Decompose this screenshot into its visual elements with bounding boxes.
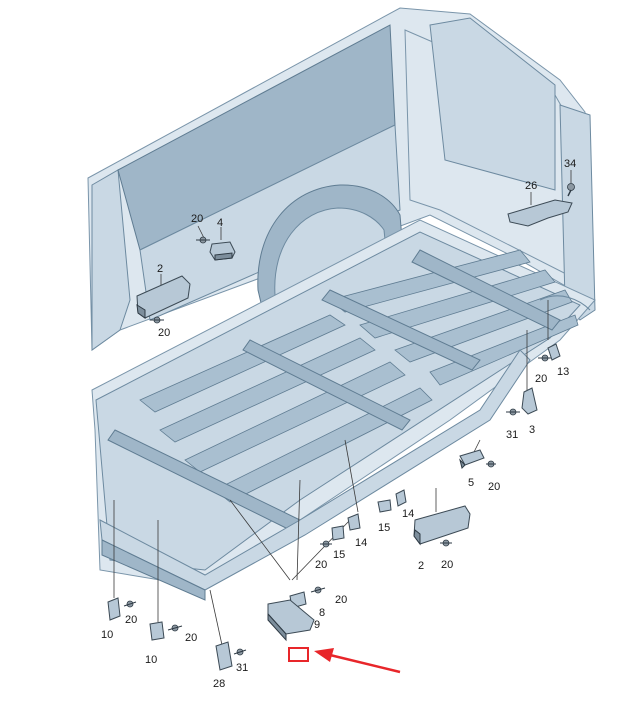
callout-26: 26: [525, 180, 537, 192]
callout-8: 8: [319, 607, 325, 619]
callout-15-b: 15: [333, 549, 345, 561]
part-2-bracket-bottom: [413, 505, 471, 546]
part-20-screw-c5: [486, 460, 496, 468]
callout-20-c10a: 20: [125, 614, 137, 626]
callout-2-left: 2: [157, 263, 163, 275]
callout-31-bottom: 31: [236, 662, 248, 674]
part-20-screw-right: [538, 354, 552, 362]
callout-31-right: 31: [506, 429, 518, 441]
part-4-clip: [209, 241, 236, 261]
callout-20-c8: 20: [335, 594, 347, 606]
callout-20-c5: 20: [488, 481, 500, 493]
callout-2-bottom: 2: [418, 560, 424, 572]
callout-20-bottom: 20: [441, 559, 453, 571]
highlight-box-icon: [288, 647, 309, 662]
callout-9: 9: [314, 619, 320, 631]
part-20-screw-c10b: [167, 624, 183, 632]
callout-20-mid: 20: [315, 559, 327, 571]
part-13-clip: [547, 343, 561, 361]
callout-28: 28: [213, 678, 225, 690]
callout-20-left: 20: [158, 327, 170, 339]
part-20-screw-bottom: [440, 539, 452, 547]
callout-14-b: 14: [355, 537, 367, 549]
callout-3: 3: [529, 424, 535, 436]
part-14-clip-b: [347, 513, 361, 531]
part-20-screw-c10a: [123, 600, 137, 608]
callout-13: 13: [557, 366, 569, 378]
callout-5: 5: [468, 477, 474, 489]
callout-20-c10b: 20: [185, 632, 197, 644]
part-10-bracket-b: [149, 621, 165, 641]
callout-10-b: 10: [145, 654, 157, 666]
part-5-clip: [459, 449, 485, 469]
part-3-bracket: [521, 387, 538, 415]
part-2-bracket-left: [136, 275, 191, 319]
callout-14-a: 14: [402, 508, 414, 520]
callout-20-top: 20: [191, 213, 203, 225]
leader-lines: [113, 170, 572, 646]
part-26-bracket: [507, 199, 573, 227]
part-20-screw-mid: [320, 540, 332, 548]
red-arrow-icon: [314, 648, 401, 674]
callout-4: 4: [217, 217, 223, 229]
callout-20-right: 20: [535, 373, 547, 385]
part-20-screw-top: [196, 236, 210, 244]
part-15-clip-b: [331, 525, 345, 541]
part-31-screw-right: [506, 408, 520, 416]
part-14-clip-a: [395, 489, 407, 507]
vehicle-body-illustration: [87, 7, 596, 601]
part-9-bracket: [267, 599, 315, 642]
callout-34: 34: [564, 158, 576, 170]
part-34-screw: [567, 183, 575, 197]
part-10-bracket-a: [107, 597, 121, 621]
callout-10-a: 10: [101, 629, 113, 641]
callout-15-a: 15: [378, 522, 390, 534]
callout-labels: 34 26 20 4 2 20 20 13 31 3 5 20 14 15 14…: [101, 158, 576, 690]
part-20-screw-left: [150, 316, 164, 324]
part-15-clip-a: [377, 499, 392, 513]
part-28-bracket: [215, 641, 233, 671]
part-31-screw-bottom: [233, 648, 247, 656]
part-20-screw-c8: [310, 586, 326, 594]
